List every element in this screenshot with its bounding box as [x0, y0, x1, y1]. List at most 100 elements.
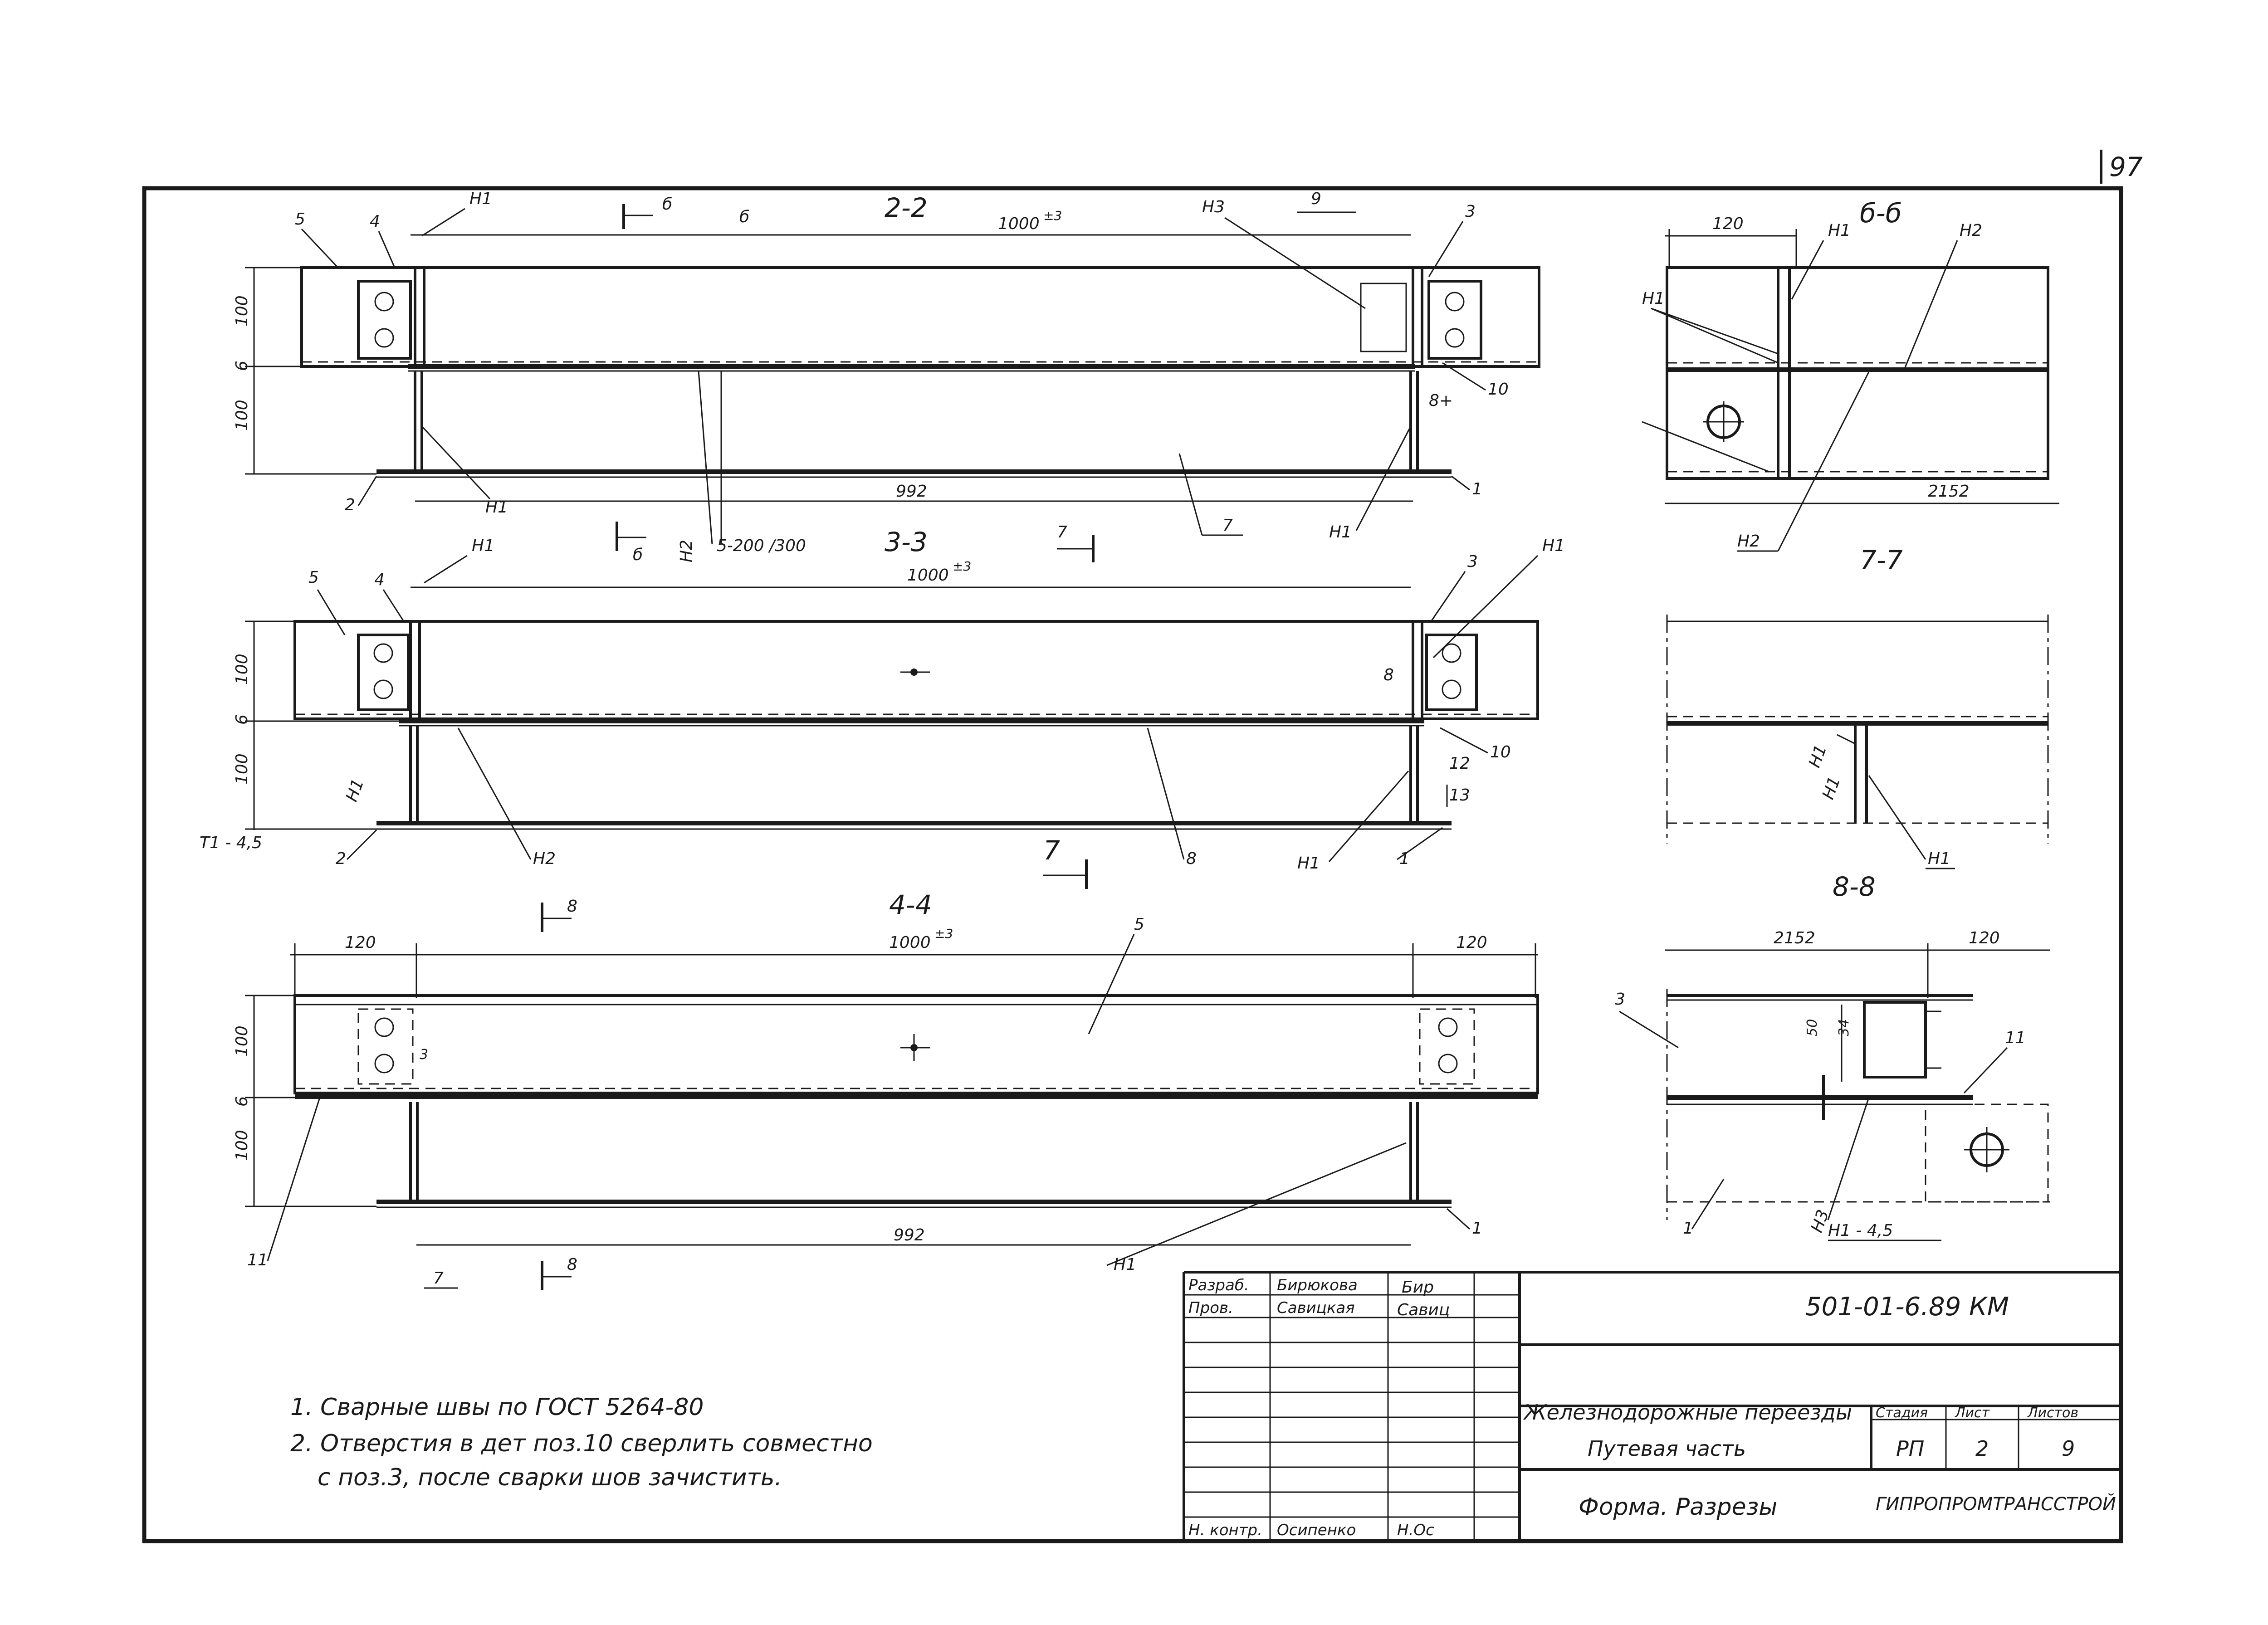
- svg-text:1000: 1000: [907, 566, 949, 585]
- svg-text:7: 7: [1222, 516, 1233, 535]
- svg-text:Форма. Разрезы: Форма. Разрезы: [1579, 1493, 1777, 1521]
- svg-text:H1: H1: [1928, 849, 1950, 868]
- section-4-4-title: 4-4: [889, 889, 932, 920]
- svg-text:H1: H1: [472, 537, 494, 555]
- svg-text:Путевая часть: Путевая часть: [1588, 1436, 1746, 1461]
- svg-text:H2: H2: [1737, 532, 1760, 551]
- notes: 1. Сварные швы по ГОСТ 5264-80 2. Отверс…: [290, 1394, 873, 1491]
- svg-text:ГИПРОПРОМТРАНССТРОЙ: ГИПРОПРОМТРАНССТРОЙ: [1876, 1493, 2116, 1515]
- svg-text:3: 3: [1615, 990, 1625, 1009]
- bolt-icon: [374, 328, 394, 348]
- svg-text:10: 10: [1490, 743, 1511, 761]
- svg-text:H1: H1: [1642, 289, 1665, 308]
- svg-text:Лист: Лист: [1955, 1405, 1990, 1421]
- svg-text:6: 6: [233, 361, 251, 371]
- svg-text:100: 100: [233, 654, 251, 685]
- beam-top-4-4: [293, 994, 1539, 1094]
- svg-text:10: 10: [1488, 380, 1509, 399]
- svg-text:3: 3: [1467, 552, 1478, 571]
- svg-text:б: б: [662, 195, 672, 214]
- bolt-icon: [373, 679, 393, 699]
- svg-text:100: 100: [233, 295, 251, 327]
- svg-text:H2: H2: [677, 540, 696, 562]
- svg-text:РП: РП: [1896, 1436, 1924, 1461]
- section-7-7: 7-7 H1 H1 H1: [1666, 545, 2049, 869]
- svg-text:H2: H2: [533, 849, 556, 868]
- svg-text:5: 5: [295, 210, 305, 229]
- svg-text:1000: 1000: [998, 215, 1040, 233]
- svg-text:6: 6: [233, 714, 251, 725]
- svg-text:11: 11: [2005, 1029, 2026, 1047]
- svg-text:6: 6: [233, 1096, 251, 1107]
- bolt-icon: [1442, 643, 1461, 663]
- svg-text:4: 4: [370, 212, 380, 231]
- svg-text:3: 3: [420, 1047, 428, 1063]
- svg-text:5: 5: [1134, 915, 1144, 934]
- plate-left-3-3: [357, 634, 410, 711]
- svg-text:1: 1: [1399, 849, 1410, 868]
- svg-text:8: 8: [1186, 849, 1197, 868]
- beam-top-2-2: [300, 266, 1540, 368]
- svg-text:11: 11: [247, 1251, 268, 1269]
- note-2: 2. Отверстия в дет поз.10 сверлить совме…: [290, 1430, 873, 1457]
- svg-text:2: 2: [1975, 1436, 1989, 1461]
- svg-text:H1 - 4,5: H1 - 4,5: [1828, 1221, 1893, 1240]
- plate-left-4-4: [357, 1008, 414, 1085]
- svg-text:8+: 8+: [1429, 391, 1453, 410]
- svg-text:Бирюкова: Бирюкова: [1277, 1276, 1358, 1294]
- svg-text:1: 1: [1472, 480, 1482, 498]
- section-8-8-title: 8-8: [1833, 871, 1876, 902]
- svg-text:H1: H1: [1819, 774, 1844, 802]
- svg-text:100: 100: [233, 1025, 251, 1057]
- svg-text:2152: 2152: [1774, 929, 1815, 947]
- svg-text:H1: H1: [1805, 742, 1831, 770]
- beam-6-6: [1666, 266, 2049, 480]
- svg-text:2: 2: [345, 496, 355, 514]
- svg-text:Железнодорожные переезды: Железнодорожные переезды: [1523, 1400, 1852, 1425]
- drawing-code: 501-01-6.89 КМ: [1805, 1292, 2009, 1322]
- svg-text:H1: H1: [485, 498, 508, 517]
- svg-text:9: 9: [1311, 190, 1321, 208]
- svg-text:5: 5: [308, 568, 319, 587]
- svg-text:H1: H1: [1542, 537, 1565, 555]
- svg-text:120: 120: [1456, 933, 1487, 952]
- svg-text:13: 13: [1449, 786, 1470, 805]
- bolt-icon: [1438, 1054, 1458, 1074]
- plate-right-3-3: [1425, 634, 1478, 711]
- note-1: 1. Сварные швы по ГОСТ 5264-80: [290, 1394, 704, 1421]
- svg-text:Бир: Бир: [1402, 1278, 1434, 1297]
- svg-text:8: 8: [1383, 666, 1394, 684]
- section-2-2-title: 2-2: [885, 192, 928, 223]
- svg-text:8: 8: [567, 897, 577, 916]
- svg-text:100: 100: [233, 1130, 251, 1161]
- plate-left-2-2: [357, 280, 412, 360]
- svg-text:50: 50: [1804, 1019, 1820, 1036]
- bracket-8-8: [1863, 1001, 1927, 1078]
- svg-text:5-200 /300: 5-200 /300: [717, 537, 806, 555]
- sheet-frame: [142, 186, 2123, 1543]
- svg-text:2: 2: [336, 849, 346, 868]
- section-3-3-title: 3-3: [885, 527, 928, 557]
- svg-text:H1: H1: [342, 776, 368, 804]
- bolt-icon: [374, 1054, 394, 1074]
- svg-text:Савицкая: Савицкая: [1277, 1299, 1355, 1317]
- svg-text:4: 4: [374, 571, 385, 589]
- svg-text:100: 100: [233, 753, 251, 785]
- page-number: 97: [2109, 151, 2143, 182]
- plate-right-2-2: [1427, 280, 1482, 360]
- svg-text:2152: 2152: [1928, 482, 1970, 501]
- svg-text:12: 12: [1449, 754, 1470, 773]
- svg-text:7: 7: [1043, 835, 1060, 866]
- svg-text:1000: 1000: [889, 933, 931, 952]
- svg-text:34: 34: [1836, 1019, 1852, 1036]
- plate-right-4-4: [1419, 1008, 1475, 1085]
- bolt-icon: [373, 643, 393, 663]
- svg-text:±3: ±3: [1043, 208, 1062, 223]
- svg-text:Разраб.: Разраб.: [1188, 1276, 1249, 1294]
- svg-text:100: 100: [233, 400, 251, 431]
- section-3-3: б H2 5-200 /300 3-3 7 1000 ±3: [200, 522, 1565, 889]
- svg-text:Стадия: Стадия: [1876, 1405, 1928, 1421]
- svg-text:H1: H1: [1828, 221, 1851, 240]
- bolt-icon: [1445, 292, 1465, 312]
